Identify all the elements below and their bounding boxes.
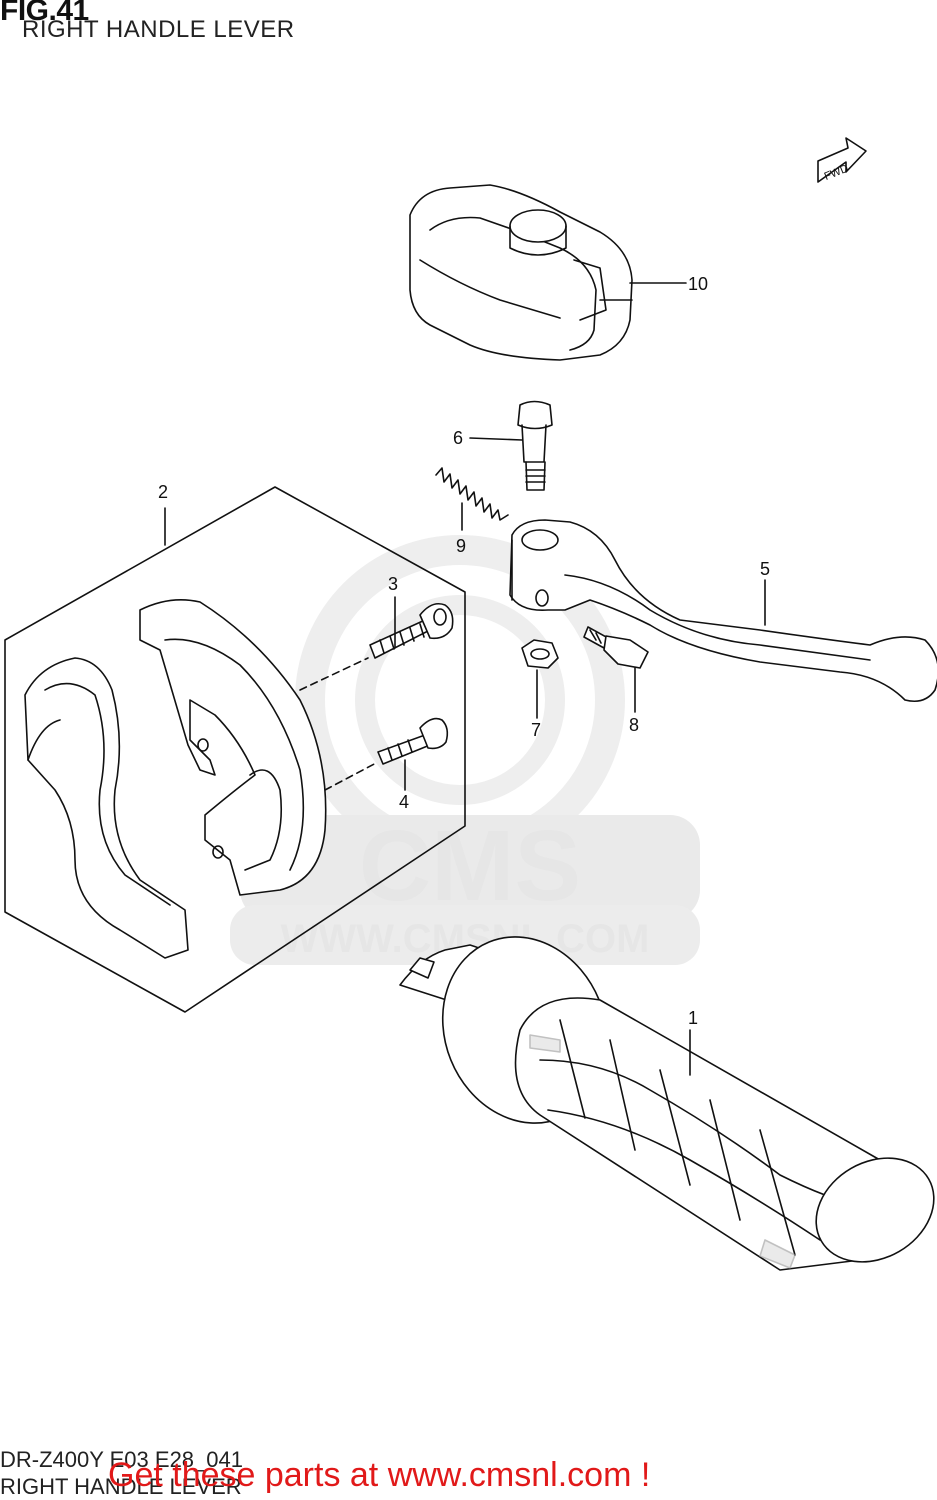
- footer-code: DR-Z400Y E03 E28_041: [0, 1447, 243, 1472]
- watermark-logo: CMS: [359, 810, 581, 922]
- adjuster-bolt-part-8: [583, 626, 649, 669]
- long-bolt-part-3: [369, 602, 454, 659]
- pivot-bolt-part-6: [517, 400, 553, 491]
- callout-9: 9: [456, 536, 466, 556]
- spring-part-9: [435, 467, 509, 521]
- leader-lines: [164, 282, 766, 1076]
- lever-bracket-part-2: [4, 486, 466, 1013]
- short-bolt-part-4: [377, 717, 449, 765]
- callout-6: 6: [453, 428, 463, 448]
- lever-cover-part-10: [409, 184, 633, 361]
- nut-part-7: [521, 639, 559, 669]
- figure-subtitle: RIGHT HANDLE LEVER: [22, 16, 295, 43]
- callout-7: 7: [531, 720, 541, 740]
- footer-subtitle: RIGHT HANDLE LEVER: [0, 1474, 242, 1499]
- figure-title: FIG.41: [0, 0, 89, 27]
- callout-4: 4: [399, 792, 409, 812]
- callout-3: 3: [388, 574, 398, 594]
- fwd-arrow: FWD: [817, 137, 867, 183]
- throttle-grip-part-1: [399, 936, 935, 1271]
- cta-link[interactable]: Get these parts at www.cmsnl.com !: [108, 1456, 651, 1494]
- callout-1: 1: [688, 1008, 698, 1028]
- callout-10: 10: [688, 274, 708, 294]
- brake-lever-part-5: [509, 519, 937, 703]
- callout-5: 5: [760, 559, 770, 579]
- callout-2: 2: [158, 482, 168, 502]
- watermark: CMS WWW.CMSNL.COM: [230, 535, 700, 965]
- callout-8: 8: [629, 715, 639, 735]
